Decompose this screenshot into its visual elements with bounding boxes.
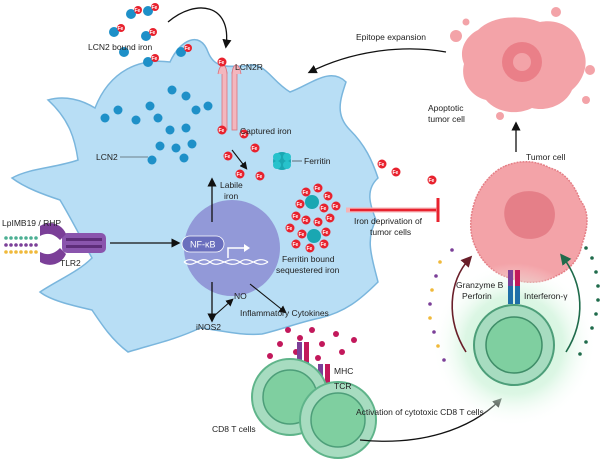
svg-text:Fe: Fe (299, 232, 305, 238)
nfkb-box (181, 235, 225, 253)
svg-text:Fe: Fe (323, 230, 329, 236)
captured-iron-label: Captured iron (240, 126, 292, 136)
lcn2-proteins (100, 85, 213, 165)
free-iron: Fe Fe Fe (377, 159, 437, 185)
svg-text:Fe: Fe (257, 174, 263, 180)
svg-text:Fe: Fe (150, 30, 156, 36)
epitope-expansion-label: Epitope expansion (356, 32, 426, 42)
activation-label: Activation of cytotoxic CD8 T cells (356, 407, 484, 417)
svg-text:Fe: Fe (185, 46, 191, 52)
labile-iron-label-2: iron (224, 191, 238, 201)
apoptotic-label-1: Apoptotic (428, 103, 464, 113)
svg-text:Fe: Fe (307, 246, 313, 252)
ferritin-label: Ferritin (304, 156, 331, 166)
svg-text:Fe: Fe (327, 216, 333, 222)
inflammatory-cytokines-label: Inflammatory Cytokines (240, 308, 329, 318)
tcr-label: TCR (334, 381, 351, 391)
interferon-arrow (560, 253, 581, 353)
lcn2-label: LCN2 (96, 152, 118, 162)
captured-iron: Fe Fe Fe Fe Fe Fe (217, 125, 265, 181)
svg-text:Fe: Fe (287, 226, 293, 232)
svg-text:Fe: Fe (118, 26, 124, 32)
nfkb-label: NF-κB (190, 240, 216, 250)
svg-text:Fe: Fe (252, 146, 258, 152)
effector-t-cell (473, 304, 555, 386)
iron-deprivation-label-1: Iron deprivation of (354, 216, 423, 226)
no-label: NO (234, 291, 247, 301)
cd8-t-cell-2 (299, 381, 377, 459)
inflammatory-cytokines (267, 327, 357, 361)
tumor-nucleus (504, 191, 555, 239)
svg-text:Fe: Fe (237, 172, 243, 178)
svg-text:Fe: Fe (379, 162, 385, 168)
svg-text:Fe: Fe (321, 206, 327, 212)
svg-text:Fe: Fe (315, 220, 321, 226)
lcn2-to-receptor-arrow (167, 7, 232, 49)
dna-strand-2 (183, 259, 269, 265)
svg-text:Fe: Fe (152, 56, 158, 62)
svg-text:Fe: Fe (393, 170, 399, 176)
svg-text:Fe: Fe (219, 60, 225, 66)
interferon-label: Interferon-γ (524, 291, 568, 301)
lcn2-iron-complexes: Fe Fe Fe Fe Fe Fe Fe (109, 3, 227, 67)
inos2-to-no-arrow (213, 298, 234, 317)
lcn2-bound-iron-label: LCN2 bound iron (88, 42, 153, 52)
apoptotic-label-2: tumor cell (428, 114, 465, 124)
svg-text:Fe: Fe (297, 202, 303, 208)
transcription-arrowhead (244, 244, 250, 252)
effector-receptor (508, 270, 520, 304)
granzyme-arrow (451, 255, 473, 353)
lcn2r-label: LCN2R (235, 62, 263, 72)
mhc-label: MHC (334, 366, 353, 376)
cd8-t-cells-label: CD8 T cells (212, 424, 256, 434)
labile-iron-label-1: Labile (220, 180, 243, 190)
tlr2-label: TLR2 (60, 258, 81, 268)
tlr2-receptor (40, 223, 106, 265)
tumor-cell-label: Tumor cell (526, 152, 565, 162)
inos2-label: iNOS2 (196, 322, 221, 332)
ferritin-complex (273, 152, 291, 170)
ferritin-bound-label-1: Ferritin bound (282, 254, 335, 264)
svg-text:Fe: Fe (315, 186, 321, 192)
svg-text:Fe: Fe (135, 8, 141, 14)
svg-text:Fe: Fe (219, 128, 225, 134)
svg-text:Fe: Fe (293, 214, 299, 220)
interferon-dots (578, 246, 600, 356)
nfkb-to-cytokines-arrow (249, 283, 287, 314)
granzyme-dots (428, 248, 454, 362)
svg-text:Fe: Fe (241, 132, 247, 138)
svg-text:Fe: Fe (303, 190, 309, 196)
epitope-expansion-arrow (307, 48, 447, 74)
svg-text:Fe: Fe (225, 154, 231, 160)
svg-text:Fe: Fe (429, 178, 435, 184)
granzyme-label-1: Granzyme B (456, 280, 504, 290)
iron-deprivation-inhibition (346, 198, 440, 222)
svg-text:Fe: Fe (303, 218, 309, 224)
svg-text:Fe: Fe (325, 194, 331, 200)
svg-text:Fe: Fe (321, 242, 327, 248)
svg-text:Fe: Fe (293, 242, 299, 248)
iron-deprivation-label-2: tumor cells (370, 227, 411, 237)
ferritin-bound-label-2: sequestered iron (276, 265, 340, 275)
apoptotic-tumor-cell (450, 7, 595, 120)
svg-text:Fe: Fe (333, 204, 339, 210)
captured-to-ferritin-arrow (231, 149, 248, 170)
granzyme-label-2: Perforin (462, 291, 492, 301)
lpimb19-label: LpIMB19 / RHP (2, 218, 61, 228)
svg-text:Fe: Fe (152, 5, 158, 11)
lpimb19-ligand (4, 236, 38, 254)
transcription-arrow (227, 247, 244, 258)
macrophage-cell (10, 39, 379, 353)
